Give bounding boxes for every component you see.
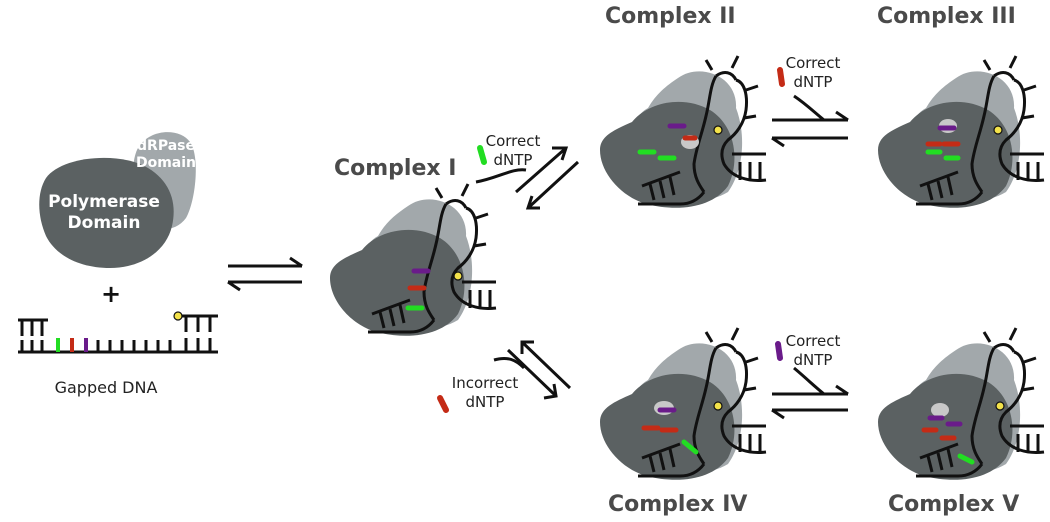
- complex-1-title: Complex I: [334, 156, 457, 181]
- free-polymerase: [39, 132, 196, 268]
- complex-3-title: Complex III: [877, 4, 1016, 29]
- complex-2-shape: [598, 54, 768, 210]
- equilibrium-arrow-lower: [493, 340, 572, 400]
- incorrect-dntp-label: Incorrect dNTP: [451, 374, 519, 411]
- equilibrium-arrow-upper: [475, 146, 580, 210]
- correct-dntp-label-3: Correct dNTP: [785, 332, 841, 369]
- equilibrium-arrow-right-lower: [771, 366, 849, 420]
- polymerase-domain-shape: [39, 157, 174, 268]
- incorrect-dntp-icon: [437, 395, 449, 413]
- equilibrium-arrow-main: [227, 256, 303, 292]
- complex-1-shape: [328, 182, 498, 338]
- correct-dntp-icon-2: [777, 67, 785, 87]
- complex-3-shape: [876, 54, 1046, 210]
- correct-dntp-label-1: Correct dNTP: [485, 132, 541, 169]
- complex-5-shape: [876, 326, 1046, 482]
- polymerase-domain-label: Polymerase Domain: [48, 192, 160, 233]
- complex-2-title: Complex II: [605, 4, 736, 29]
- complex-4-title: Complex IV: [608, 492, 748, 517]
- equilibrium-arrow-right-upper: [771, 94, 849, 148]
- plus-sign: +: [101, 280, 122, 308]
- correct-dntp-icon-3: [775, 341, 783, 361]
- drpase-domain-label: dRPase Domain: [135, 138, 197, 171]
- phosphate-dot: [173, 311, 183, 321]
- correct-dntp-icon-1: [477, 145, 487, 165]
- complex-4-shape: [598, 326, 768, 482]
- gapped-dna: [18, 314, 218, 354]
- correct-dntp-label-2: Correct dNTP: [785, 54, 841, 91]
- gapped-dna-label: Gapped DNA: [54, 378, 158, 397]
- complex-5-title: Complex V: [888, 492, 1020, 517]
